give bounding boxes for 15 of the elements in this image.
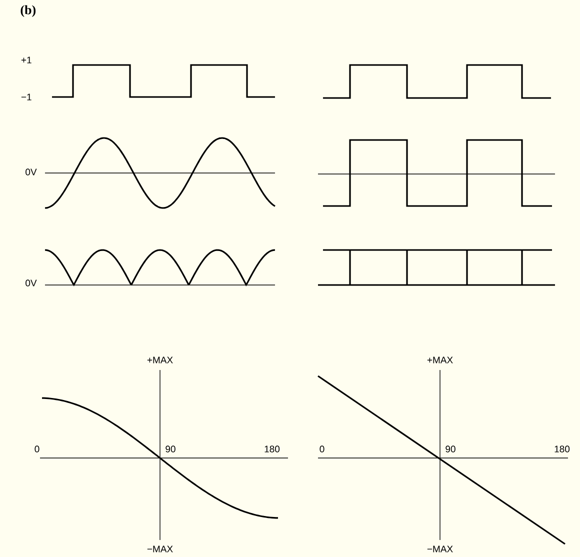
axis-label: 180 xyxy=(554,446,570,452)
axis-label: 180 xyxy=(264,446,280,452)
axis-label: −MAX xyxy=(147,546,173,552)
axis-label: +MAX xyxy=(427,356,453,364)
level-label: +1 xyxy=(21,56,32,64)
level-label: 0V xyxy=(26,280,37,286)
axis-label: 0 xyxy=(34,446,40,452)
level-label: 0V xyxy=(26,168,37,176)
axis-label: +MAX xyxy=(147,356,173,364)
title: (b) xyxy=(20,5,36,17)
axis-label: 90 xyxy=(166,446,176,452)
axis-label: 90 xyxy=(446,446,456,452)
axis-label: −MAX xyxy=(427,546,453,552)
level-label: −1 xyxy=(21,94,32,100)
axis-label: 0 xyxy=(320,446,324,452)
